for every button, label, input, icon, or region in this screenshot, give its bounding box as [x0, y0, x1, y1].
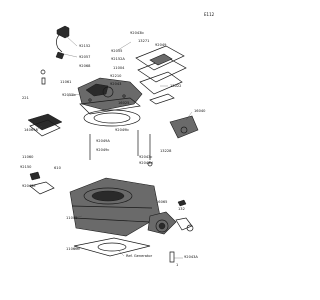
part-label: 92150 [20, 165, 32, 169]
part-label: 16040 [194, 109, 206, 113]
ref-generator-label: Ref. Generator [126, 254, 153, 258]
reed-valve-icon [135, 45, 187, 105]
part-label: 92043e [22, 184, 36, 188]
part-label: 11060 [22, 155, 34, 159]
base-gasket-icon [73, 237, 151, 257]
side-cover-icon [169, 115, 199, 139]
part-label: 92152 [79, 44, 90, 48]
stud-bolts-icon [89, 130, 153, 167]
part-label: 92043c [139, 155, 152, 159]
part-label: 92068 [79, 64, 91, 68]
tube-part-icon [55, 25, 70, 60]
part-label: 13228 [160, 149, 172, 153]
part-label: 11004 [113, 66, 125, 70]
part-label: 11061 [60, 80, 71, 84]
part-label: 92055b [62, 93, 76, 97]
part-label: 92057 [79, 55, 90, 59]
part-label: 92043A [184, 255, 198, 259]
cylinder-head-icon [77, 77, 143, 115]
leader-lines [35, 35, 193, 259]
part-label: 221 [22, 96, 29, 100]
cylinder-icon [69, 177, 161, 237]
part-label: 610 [54, 166, 62, 170]
part-label: 132 [178, 207, 185, 211]
part-label: 13271 [138, 39, 149, 43]
part-label: 16025 [118, 101, 129, 105]
part-label: 16065 [156, 200, 167, 204]
part-label: 92049c [96, 148, 109, 152]
left-fittings-icon [29, 171, 55, 195]
part-label: 92152A [111, 57, 125, 61]
part-label: 14069A [24, 128, 38, 132]
page-id: E112 [204, 12, 215, 17]
housing-block-icon [27, 113, 63, 137]
part-label: 92043d [139, 161, 153, 165]
part-label: 92049b [115, 128, 129, 132]
lower-right-parts-icon [169, 199, 194, 263]
part-label: 11005 [66, 216, 77, 220]
small-fitting-icon [40, 69, 46, 85]
part-label: 92049 [155, 43, 167, 47]
exhaust-flange-icon [147, 211, 193, 235]
part-label: 92043b [130, 31, 144, 35]
parts-diagram: E112 [20, 12, 215, 267]
part-label: 1 [176, 263, 178, 267]
part-label: 92055 [111, 49, 122, 53]
part-label: 11060b [66, 247, 80, 251]
head-gasket-icon [83, 109, 141, 127]
part-label: 13022 [170, 84, 181, 88]
part-label: 92043 [110, 82, 121, 86]
part-label: 92210 [110, 74, 122, 78]
part-label: 92049A [96, 139, 110, 143]
